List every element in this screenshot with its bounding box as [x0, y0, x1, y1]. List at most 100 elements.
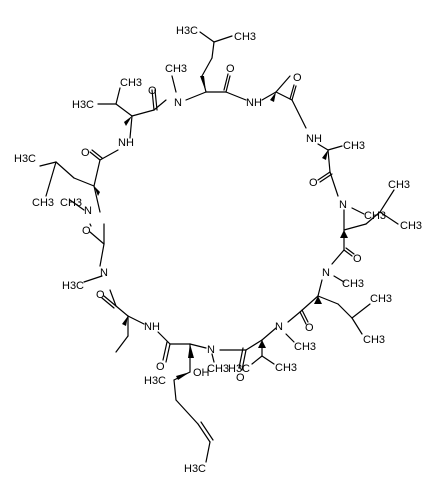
bond	[329, 171, 339, 197]
bond	[351, 303, 371, 319]
atom-label: NH	[144, 321, 160, 333]
wedge-bond	[322, 150, 328, 160]
atom-label: CH3	[370, 293, 392, 305]
bond	[261, 91, 277, 101]
bond	[101, 297, 115, 309]
bond	[153, 99, 167, 111]
wedge-bond	[340, 230, 348, 238]
bond	[45, 161, 57, 197]
bond	[301, 309, 309, 323]
atom-label: CH3	[342, 278, 364, 290]
wedge-bond	[188, 344, 194, 358]
bond	[69, 199, 85, 211]
bond	[333, 275, 345, 283]
atom-label: O	[82, 225, 91, 237]
atom-label: H3C	[144, 375, 166, 387]
bond	[337, 303, 353, 319]
atom-label: H3C	[176, 25, 198, 37]
bond	[157, 331, 171, 345]
atom-label: O	[148, 85, 157, 97]
bond	[345, 247, 355, 255]
wedge-bond	[176, 372, 190, 380]
atom-label: O	[309, 177, 318, 189]
bond	[211, 353, 215, 363]
atom-label: H3C	[14, 153, 36, 165]
bond	[197, 423, 211, 443]
bond	[175, 399, 199, 425]
bond	[251, 355, 263, 365]
bond	[91, 149, 103, 159]
atom-label: CH3	[60, 197, 82, 209]
wedge-bond	[270, 92, 276, 102]
atom-label: O	[226, 63, 235, 75]
atom-label: N	[100, 267, 108, 279]
atom-label: NH	[118, 137, 134, 149]
atom-label: CH3	[275, 362, 297, 374]
bond	[154, 89, 158, 111]
bond	[127, 315, 145, 325]
bond	[200, 421, 214, 441]
atom-label: O	[156, 361, 165, 373]
bond	[205, 441, 211, 463]
atom-label: N	[174, 97, 182, 109]
atom-label: O	[236, 372, 245, 384]
bond	[379, 189, 395, 213]
atom-label: CH3	[364, 210, 386, 222]
bond	[225, 75, 231, 93]
atom-label: CH3	[388, 179, 410, 191]
bond	[99, 243, 105, 267]
bond	[89, 223, 92, 227]
bond	[213, 35, 233, 43]
bond	[331, 249, 345, 265]
atom-label: H3C	[62, 280, 84, 292]
bond	[93, 185, 101, 213]
atom-label: N	[322, 267, 330, 279]
atom-label: O	[81, 147, 90, 159]
bond	[343, 223, 367, 231]
atom-label: H3C	[184, 463, 206, 475]
atom-label: O	[305, 322, 314, 334]
bond	[343, 249, 353, 257]
wedge-bond	[122, 316, 128, 326]
wedge-bond	[258, 340, 266, 348]
wedge-bond	[124, 116, 132, 126]
atom-label: N	[84, 205, 92, 217]
bond	[73, 177, 95, 187]
atom-label: CH3	[294, 341, 316, 353]
atom-label: NH	[246, 97, 262, 109]
bond	[83, 275, 103, 283]
bond	[39, 161, 57, 167]
atom-label: N	[207, 344, 215, 356]
bond	[317, 171, 331, 181]
bond	[317, 295, 339, 305]
bond	[365, 211, 381, 225]
bond	[165, 343, 171, 363]
bond	[171, 75, 177, 93]
bond	[211, 41, 215, 59]
bond	[241, 349, 247, 371]
bond	[379, 211, 399, 225]
atom-label: CH3	[234, 31, 256, 43]
bond	[223, 73, 229, 91]
bond	[115, 335, 129, 353]
bond-layer	[39, 31, 399, 463]
atom-label: O	[96, 289, 105, 301]
wedge-bond	[314, 296, 322, 304]
bond	[103, 295, 117, 307]
atom-label: H3C	[228, 363, 250, 375]
bond	[299, 311, 307, 325]
bond	[291, 99, 307, 129]
atom-label: O	[353, 253, 362, 265]
label-layer: H3C CH3 CH3 N O NH O NH CH3 O N CH3 CH3 …	[14, 25, 422, 475]
bond	[317, 279, 323, 297]
atom-label: CH3	[32, 197, 54, 209]
bond	[261, 327, 277, 341]
bond	[129, 115, 133, 139]
bond	[189, 343, 207, 349]
bond	[291, 85, 297, 101]
bond	[115, 103, 133, 117]
bond	[89, 231, 105, 245]
bond	[99, 149, 119, 161]
wedge-layer	[94, 76, 348, 380]
